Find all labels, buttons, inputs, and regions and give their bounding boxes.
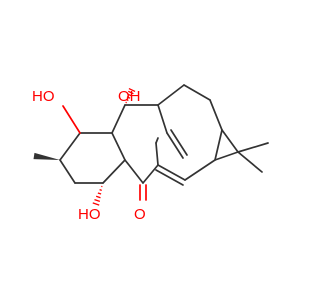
oh-bond-left — [62, 105, 81, 134]
ketone-oxygen-label: O — [134, 206, 146, 223]
oh-hash-bottom — [94, 198, 101, 203]
hydroxyl-label-top-left: HO — [32, 88, 55, 105]
oh-hash-bottom — [92, 202, 100, 206]
alkene-bond — [157, 164, 186, 181]
ring5-bond — [102, 159, 126, 184]
ring-bond — [157, 104, 168, 134]
molecule-structure: HO OH HO O — [32, 84, 269, 223]
ring-bond — [183, 84, 211, 101]
ring5-bond — [59, 159, 76, 184]
ring-bond — [184, 159, 216, 181]
ring-bond — [155, 142, 159, 166]
bond-lines — [59, 84, 269, 201]
oh-hash-top — [128, 87, 136, 93]
ring5-bond — [59, 132, 81, 161]
methylene-bond — [166, 132, 184, 159]
cyclopropane-bond — [214, 129, 223, 161]
ring5-bond — [111, 132, 126, 161]
alkene-bond — [155, 169, 184, 186]
methylene-bond — [170, 129, 188, 156]
oh-hash-top — [127, 93, 132, 97]
cyclopropane-bond — [214, 151, 239, 161]
methyl-bond — [155, 137, 159, 144]
stereo-bonds — [33, 87, 136, 206]
hydroxyl-label-bottom: HO — [78, 206, 101, 223]
hydroxyl-label-top-center: OH — [118, 88, 141, 105]
oh-hash-bottom — [99, 189, 102, 191]
methyl-bond — [237, 151, 263, 173]
ring-bond — [142, 164, 159, 184]
methyl-wedge — [33, 152, 60, 160]
oh-hash-top — [126, 98, 129, 102]
ring-bond — [209, 99, 223, 131]
oh-hash-top — [127, 90, 134, 95]
ring-bond — [124, 159, 144, 184]
oh-hash-bottom — [95, 195, 101, 199]
ring-bond — [111, 104, 126, 134]
ring-bond — [157, 84, 185, 106]
oh-hash-top — [126, 96, 131, 99]
cyclopropane-bond — [221, 129, 239, 153]
oh-hash-bottom — [97, 192, 102, 195]
methyl-bond — [237, 142, 269, 153]
